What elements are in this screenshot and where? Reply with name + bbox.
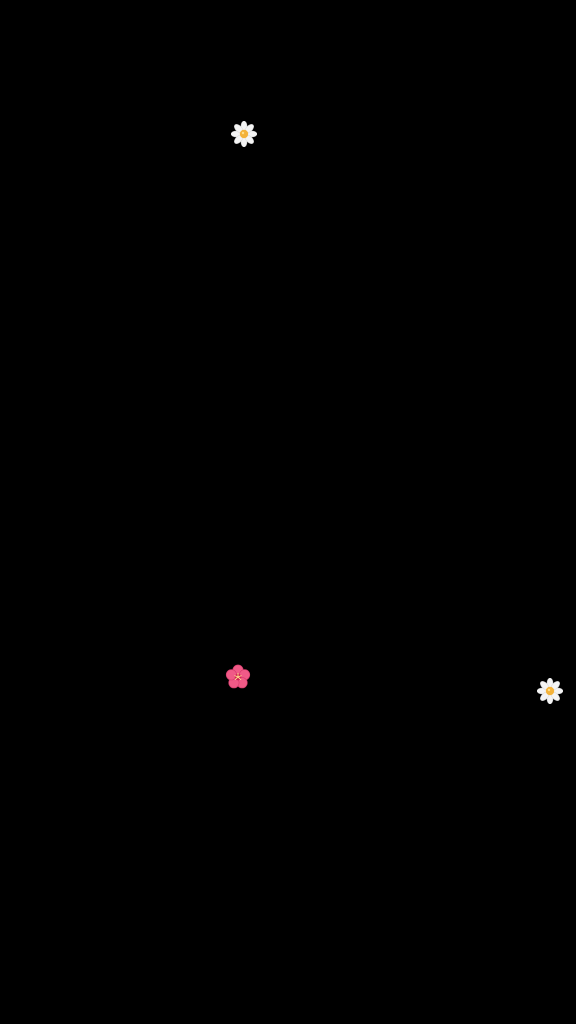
white-daisy-icon — [231, 121, 257, 147]
white-daisy-icon — [537, 678, 563, 704]
pink-blossom-icon — [225, 664, 251, 690]
